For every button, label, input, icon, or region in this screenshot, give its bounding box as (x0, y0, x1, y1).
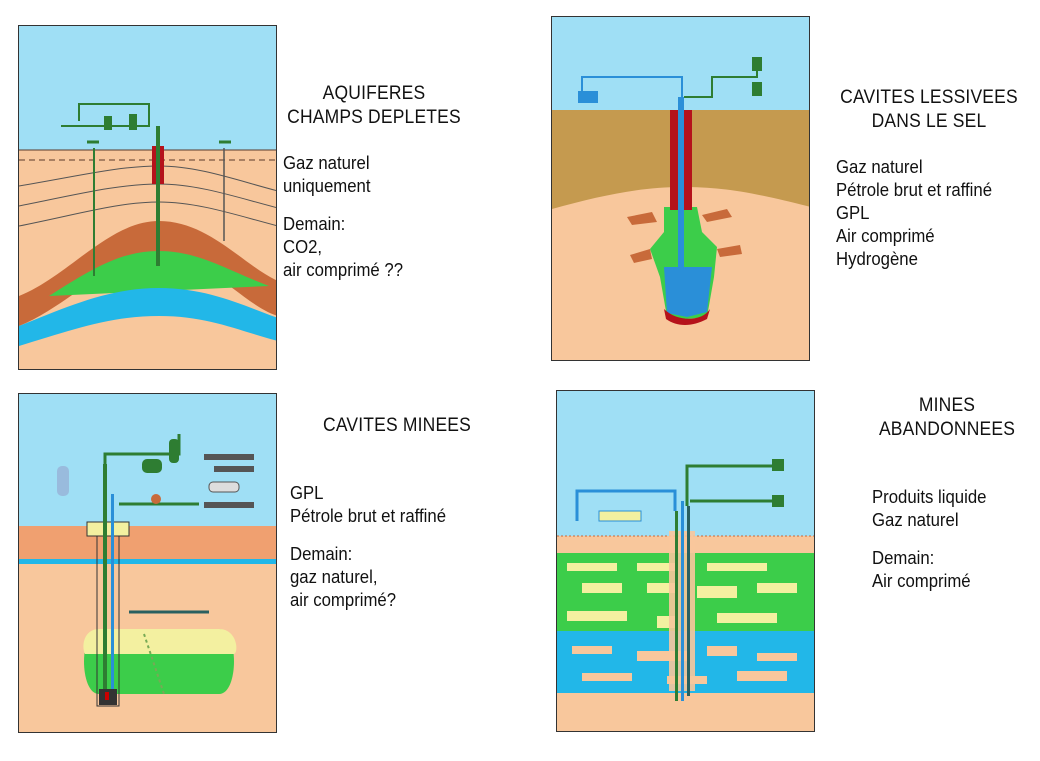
text-line: Pétrole brut et raffiné (290, 506, 447, 526)
mined-cavern-text: GPL Pétrole brut et raffiné Demain: gaz … (290, 482, 446, 612)
mined-cavern-title: CAVITES MINEES (300, 414, 493, 438)
spacer (872, 532, 986, 547)
spacer (290, 528, 446, 543)
clay-cap (19, 221, 276, 326)
sky (19, 26, 276, 150)
text-line: Demain: (872, 548, 935, 568)
text-line: Gaz naturel (872, 510, 959, 530)
gas-zone (49, 251, 269, 296)
cavern-brine (664, 267, 712, 317)
text-line: Produits liquide (872, 487, 987, 507)
title-line: AQUIFERES (322, 83, 426, 104)
abandoned-mine-title: MINES ABANDONNEES (863, 394, 1030, 442)
aquifer-illustration (19, 26, 276, 369)
top-layer (19, 526, 276, 559)
aquifer-water (19, 288, 276, 346)
abandoned-mine-text: Produits liquide Gaz naturel Demain: Air… (872, 486, 986, 593)
text-line: Hydrogène (836, 249, 918, 269)
text-line: uniquement (283, 176, 371, 196)
title-line: CAVITES MINEES (323, 415, 471, 436)
text-line: Pétrole brut et raffiné (836, 180, 993, 200)
text-line: GPL (290, 483, 324, 503)
text-line: Demain: (290, 544, 353, 564)
salt-cavern-title: CAVITES LESSIVEES DANS LE SEL (840, 86, 1018, 134)
aquifer-panel (18, 25, 277, 370)
text-line: Air comprimé (872, 571, 971, 591)
abandoned-mine-panel (556, 390, 815, 732)
text-line: air comprimé? (290, 590, 397, 610)
text-line: GPL (836, 203, 870, 223)
text-line: Gaz naturel (836, 157, 923, 177)
title-line: ABANDONNEES (878, 419, 1016, 440)
spacer (283, 198, 403, 213)
aquifer-title: AQUIFERES CHAMPS DEPLETES (287, 82, 462, 130)
salt-cavern-panel (551, 16, 810, 361)
text-line: CO2, (283, 237, 323, 257)
mined-cavern-panel (18, 393, 277, 733)
title-line: MINES (918, 395, 976, 416)
title-line: CHAMPS DEPLETES (287, 107, 461, 128)
text-line: air comprimé ?? (283, 260, 404, 280)
text-line: Gaz naturel (283, 153, 370, 173)
text-line: Air comprimé (836, 226, 935, 246)
title-line: DANS LE SEL (871, 111, 987, 132)
title-line: CAVITES LESSIVEES (840, 87, 1018, 108)
salt-cavern-text: Gaz naturel Pétrole brut et raffiné GPL … (836, 156, 992, 271)
text-line: Demain: (283, 214, 346, 234)
mined-cavern-illustration (19, 394, 276, 732)
aquifer-text: Gaz naturel uniquement Demain: CO2, air … (283, 152, 403, 282)
salt-cavern-illustration (552, 17, 809, 360)
abandoned-mine-illustration (557, 391, 814, 731)
text-line: gaz naturel, (290, 567, 378, 587)
